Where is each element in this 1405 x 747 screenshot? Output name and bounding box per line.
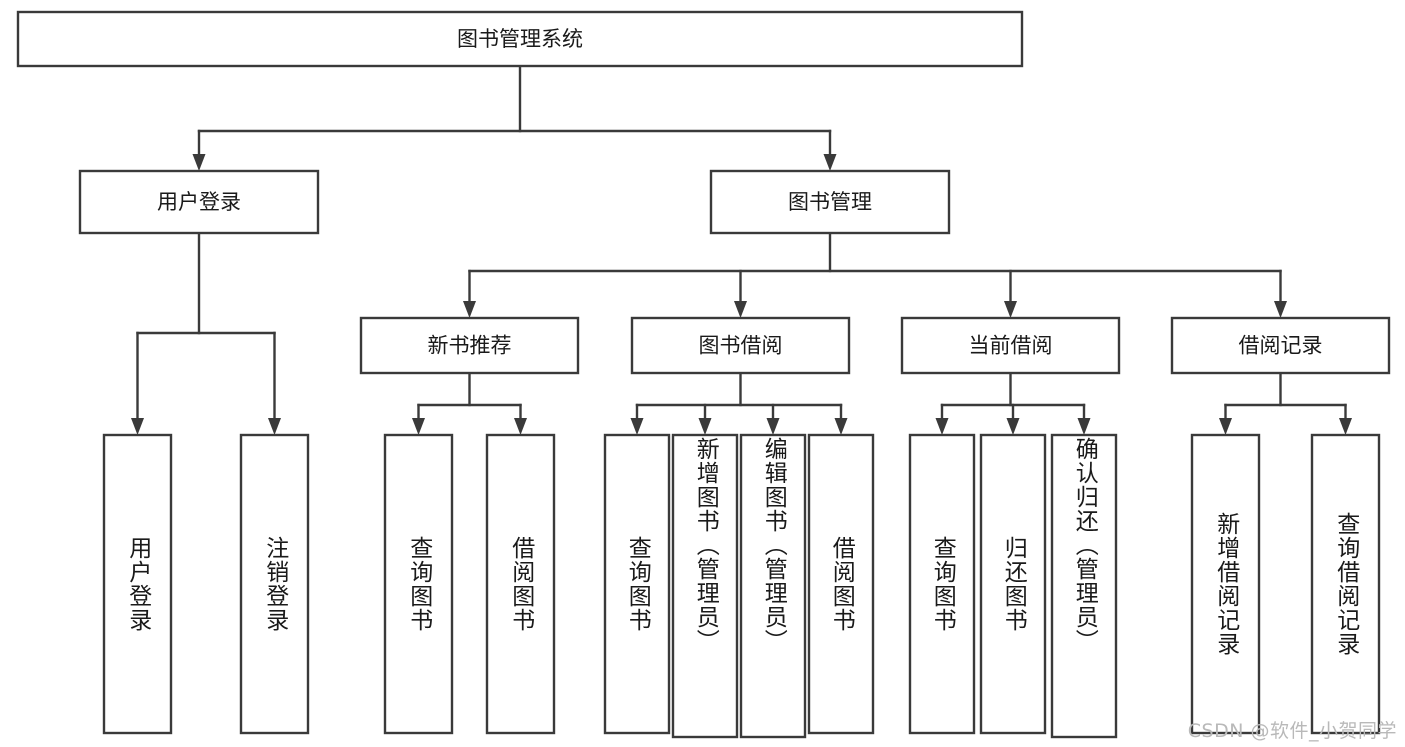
arrow-head-icon bbox=[698, 418, 712, 435]
node-leaf-cb-confirm-box[interactable] bbox=[1050, 433, 1118, 739]
arrow-head-icon bbox=[630, 418, 644, 435]
node-leaf-br-add-box[interactable] bbox=[1190, 433, 1261, 735]
node-book-manage-label: 图书管理 bbox=[788, 190, 872, 214]
node-user-login-box[interactable] bbox=[78, 169, 320, 235]
node-book-borrow-box[interactable] bbox=[630, 316, 851, 375]
arrow-head-icon bbox=[514, 418, 527, 435]
node-current-borrow-box[interactable] bbox=[900, 316, 1121, 375]
node-leaf-bb-edit-box[interactable] bbox=[739, 433, 807, 739]
node-new-book-rec-label: 新书推荐 bbox=[428, 334, 512, 358]
arrow-head-icon bbox=[766, 418, 780, 435]
arrow-head-icon bbox=[1219, 418, 1232, 435]
node-book-borrow-label: 图书借阅 bbox=[699, 334, 783, 358]
arrow-head-icon bbox=[268, 418, 281, 435]
node-borrow-record-label: 借阅记录 bbox=[1239, 334, 1323, 358]
node-leaf-bb-add-box[interactable] bbox=[671, 433, 739, 739]
arrow-head-icon bbox=[1006, 418, 1020, 435]
arrow-head-icon bbox=[192, 154, 206, 171]
node-leaf-logout-box[interactable] bbox=[239, 433, 310, 735]
arrow-head-icon bbox=[935, 418, 949, 435]
node-leaf-user-login-box[interactable] bbox=[102, 433, 173, 735]
connector-layer bbox=[131, 64, 1352, 435]
arrow-head-icon bbox=[1339, 418, 1352, 435]
node-box-layer bbox=[16, 10, 1391, 739]
node-leaf-br-query-box[interactable] bbox=[1310, 433, 1381, 735]
node-root-box[interactable] bbox=[16, 10, 1024, 68]
arrow-head-icon bbox=[131, 418, 144, 435]
node-user-login-label: 用户登录 bbox=[157, 190, 241, 214]
node-root-label: 图书管理系统 bbox=[457, 27, 583, 51]
arrow-head-icon bbox=[1274, 301, 1287, 318]
node-leaf-cb-query-box[interactable] bbox=[908, 433, 976, 735]
node-leaf-rec-query-box[interactable] bbox=[383, 433, 454, 735]
node-leaf-bb-query-box[interactable] bbox=[603, 433, 671, 735]
csdn-watermark: CSDN @软件_小贺同学 bbox=[1187, 720, 1397, 742]
arrow-head-icon bbox=[834, 418, 848, 435]
node-book-manage-box[interactable] bbox=[709, 169, 951, 235]
arrow-head-icon bbox=[463, 301, 476, 318]
node-borrow-record-box[interactable] bbox=[1170, 316, 1391, 375]
node-leaf-rec-borrow-box[interactable] bbox=[485, 433, 556, 735]
node-current-borrow-label: 当前借阅 bbox=[969, 334, 1053, 358]
arrow-head-icon bbox=[734, 301, 747, 318]
node-new-book-rec-box[interactable] bbox=[359, 316, 580, 375]
node-leaf-cb-return-box[interactable] bbox=[979, 433, 1047, 735]
arrow-head-icon bbox=[823, 154, 837, 171]
node-leaf-bb-borrow-box[interactable] bbox=[807, 433, 875, 735]
arrow-head-icon bbox=[412, 418, 425, 435]
arrow-head-icon bbox=[1004, 301, 1017, 318]
arrow-head-icon bbox=[1077, 418, 1091, 435]
